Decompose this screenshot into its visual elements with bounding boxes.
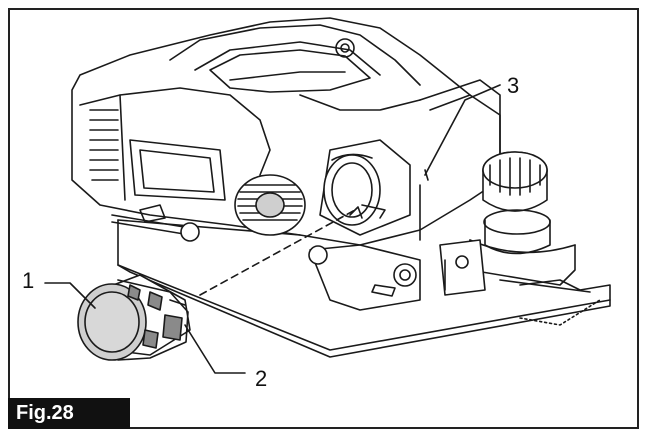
side-rod: [111, 204, 200, 242]
tool-body: [71, 17, 501, 246]
dust-nozzle: [319, 139, 411, 236]
callout-3: 3: [507, 73, 520, 98]
depth-knob: [469, 151, 576, 286]
front-housing: [419, 79, 501, 241]
assembly-line: [199, 209, 356, 296]
leader-line-3: [424, 84, 501, 176]
figure-label: Fig.28: [8, 398, 130, 429]
callout-2: 2: [255, 366, 268, 391]
leader-line-1: [44, 282, 96, 309]
lever-assembly: [308, 239, 486, 311]
nozzle-arrow: [349, 206, 363, 219]
nozzle-cap: [77, 274, 191, 361]
chip-ejector: [234, 174, 306, 236]
leader-line-2: [184, 324, 246, 374]
callout-1: 1: [22, 268, 35, 293]
top-handle: [169, 24, 421, 111]
